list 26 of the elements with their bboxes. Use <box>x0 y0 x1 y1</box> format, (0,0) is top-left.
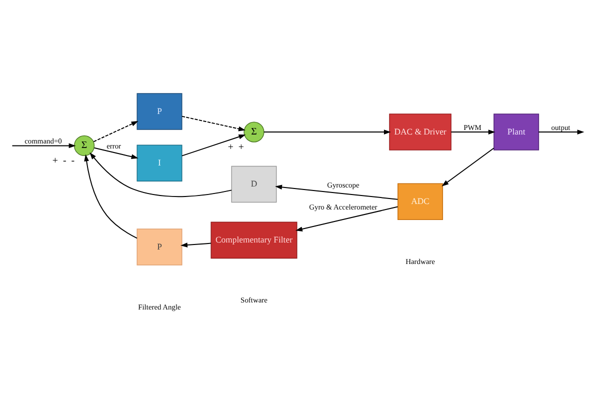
node-label: + + <box>228 142 244 153</box>
node-box: P <box>136 93 182 130</box>
arrow <box>12 143 76 148</box>
arrow <box>538 130 584 134</box>
arrow <box>263 130 391 134</box>
arrow <box>450 130 496 134</box>
node-box: D <box>231 166 277 203</box>
node-box: ADC <box>398 183 444 220</box>
arrow <box>275 184 398 200</box>
node-box: I <box>136 144 182 182</box>
node-label: + - - <box>52 156 75 167</box>
arrow <box>180 242 212 248</box>
arrow <box>181 134 246 156</box>
arrow <box>84 154 138 239</box>
node-box: P <box>136 228 182 266</box>
node-circle: Σ <box>74 135 95 156</box>
node-circle: Σ <box>244 122 264 142</box>
node-box: Complementary Filter <box>210 222 298 259</box>
node-box: Plant <box>494 114 540 150</box>
arrow <box>90 152 232 198</box>
arrow <box>94 147 138 160</box>
arrow <box>93 121 138 142</box>
node-box: DAC & Driver <box>389 114 452 150</box>
arrow <box>442 148 494 186</box>
arrow <box>295 206 398 232</box>
arrow <box>181 116 246 132</box>
